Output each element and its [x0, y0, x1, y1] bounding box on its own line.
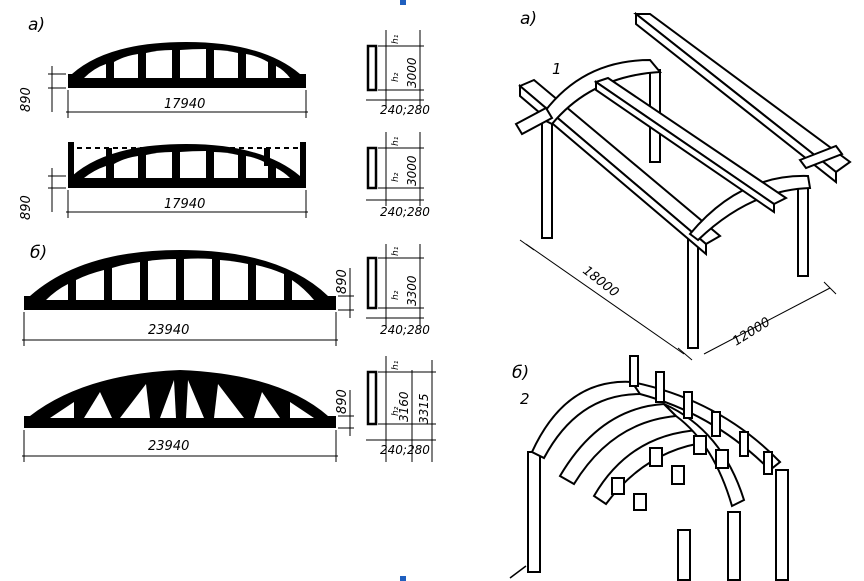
sec1-h2: h₂: [391, 72, 401, 82]
truss2-span: 17940: [164, 197, 205, 212]
truss-2: [48, 142, 308, 218]
sec4-base: 240;280: [380, 443, 430, 457]
callout-1: 1: [552, 60, 562, 78]
edge-mark-bottom: [400, 576, 406, 581]
sec2-dim: 3000: [405, 155, 419, 186]
sec2-base: 240;280: [380, 205, 430, 219]
sec3-h2: h₂: [391, 290, 401, 300]
sec3-h1: h₁: [391, 246, 401, 256]
section-3: [366, 244, 424, 326]
sec3-base: 240;280: [380, 323, 430, 337]
label-b-left: б): [30, 243, 47, 263]
label-a-right: а): [520, 9, 537, 29]
section-2: [366, 132, 424, 206]
truss4-span: 23940: [148, 439, 189, 454]
sec1-base: 240;280: [380, 103, 430, 117]
truss-4: [22, 370, 354, 462]
frame-width: 12000: [730, 315, 773, 350]
sec2-h2: h₂: [391, 172, 401, 182]
truss3-span: 23940: [148, 323, 189, 338]
truss3-height: 890: [335, 269, 350, 294]
frame-length: 18000: [580, 263, 622, 300]
truss2-height: 890: [19, 195, 34, 220]
sec1-h1: h₁: [391, 34, 401, 44]
label-a-left: а): [28, 15, 45, 35]
sec4-h1: h₁: [391, 360, 401, 370]
sec4-dim: 3160: [397, 391, 411, 422]
frame-dimensions: [519, 239, 837, 361]
sec3-dim: 3300: [405, 275, 419, 306]
truss1-span: 17940: [164, 97, 205, 112]
section-4: [366, 356, 436, 462]
section-1: [366, 30, 424, 106]
frame-isometric: [514, 11, 852, 349]
sec4-h2: h₂: [391, 406, 401, 416]
truss1-height: 890: [19, 87, 34, 112]
callout-2: 2: [520, 390, 530, 408]
arch-frame-arrow: [509, 565, 527, 579]
sec4-dim2: 3315: [417, 393, 431, 424]
truss-1: [48, 42, 308, 118]
sec2-h1: h₁: [391, 136, 401, 146]
edge-mark-top: [400, 0, 406, 5]
arch-frame-isometric: [527, 355, 789, 581]
label-b-right: б): [512, 363, 529, 383]
sec1-dim: 3000: [405, 57, 419, 88]
truss4-height: 890: [335, 389, 350, 414]
truss-3: [22, 250, 354, 346]
